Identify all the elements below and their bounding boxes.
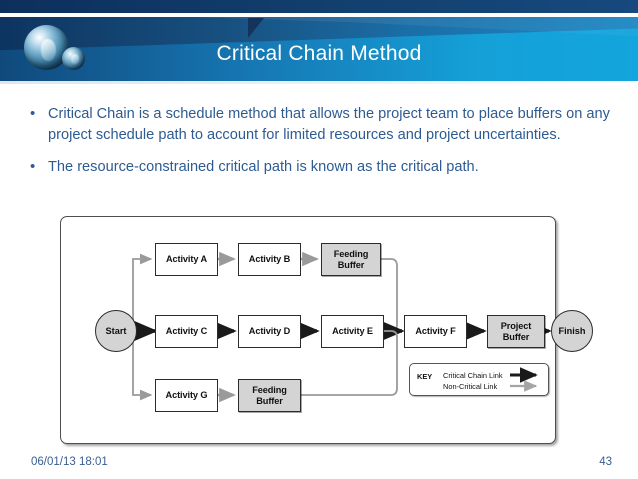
logo-orb-small-icon — [62, 47, 85, 70]
list-item: • The resource-constrained critical path… — [26, 157, 612, 178]
bullet-text: Critical Chain is a schedule method that… — [48, 106, 610, 143]
header-white-gap — [0, 13, 638, 17]
node-label: Finish — [558, 326, 586, 336]
node-label-line1: Project — [500, 321, 532, 331]
node-label-line2: Buffer — [502, 331, 530, 342]
node-activity-c: Activity C — [155, 315, 218, 348]
node-activity-g: Activity G — [155, 379, 218, 412]
node-label: Activity G — [165, 390, 208, 401]
node-label: Activity E — [332, 326, 373, 337]
node-activity-a: Activity A — [155, 243, 218, 276]
header-banner — [0, 17, 638, 81]
corner-triangle-icon — [248, 18, 264, 38]
node-label-line2: Buffer — [256, 395, 283, 406]
bullet-marker-icon: • — [30, 158, 36, 175]
node-label-line1: Feeding — [333, 249, 369, 259]
node-label: Activity B — [248, 254, 291, 265]
list-item: • Critical Chain is a schedule method th… — [26, 104, 612, 145]
slide-header: Critical Chain Method — [0, 0, 638, 84]
footer-page-number: 43 — [599, 456, 612, 468]
bullet-marker-icon: • — [30, 105, 36, 122]
diagram-legend: KEY Critical Chain Link Non-Critical Lin… — [409, 363, 549, 396]
node-label-line1: Feeding — [252, 385, 287, 395]
bullet-text: The resource-constrained critical path i… — [48, 159, 479, 175]
legend-title: KEY — [417, 372, 433, 381]
node-activity-b: Activity B — [238, 243, 301, 276]
node-label: Activity D — [248, 326, 291, 337]
node-activity-d: Activity D — [238, 315, 301, 348]
header-top-bar — [0, 0, 638, 13]
node-feeding-buffer-bottom: Feeding Buffer — [238, 379, 301, 412]
node-activity-f: Activity F — [404, 315, 467, 348]
legend-arrows — [510, 367, 538, 392]
bullet-list: • Critical Chain is a schedule method th… — [26, 104, 612, 190]
node-label-line2: Buffer — [337, 259, 365, 270]
node-project-buffer: Project Buffer — [487, 315, 545, 348]
node-feeding-buffer-top: Feeding Buffer — [321, 243, 381, 276]
node-start: Start — [95, 310, 137, 352]
header-bottom-line — [0, 81, 638, 84]
critical-chain-diagram: Activity A Activity B Feeding Buffer Sta… — [60, 216, 593, 444]
node-label: Activity A — [165, 254, 208, 265]
legend-critical-label: Critical Chain Link — [443, 371, 503, 380]
page-title: Critical Chain Method — [216, 42, 422, 65]
node-activity-e: Activity E — [321, 315, 384, 348]
logo-orb-large-icon — [24, 25, 69, 70]
footer-timestamp: 06/01/13 18:01 — [31, 456, 108, 468]
node-label: Activity F — [415, 326, 456, 337]
legend-noncritical-label: Non-Critical Link — [443, 382, 498, 391]
node-label: Activity C — [165, 326, 208, 337]
node-label: Start — [105, 326, 127, 336]
node-finish: Finish — [551, 310, 593, 352]
